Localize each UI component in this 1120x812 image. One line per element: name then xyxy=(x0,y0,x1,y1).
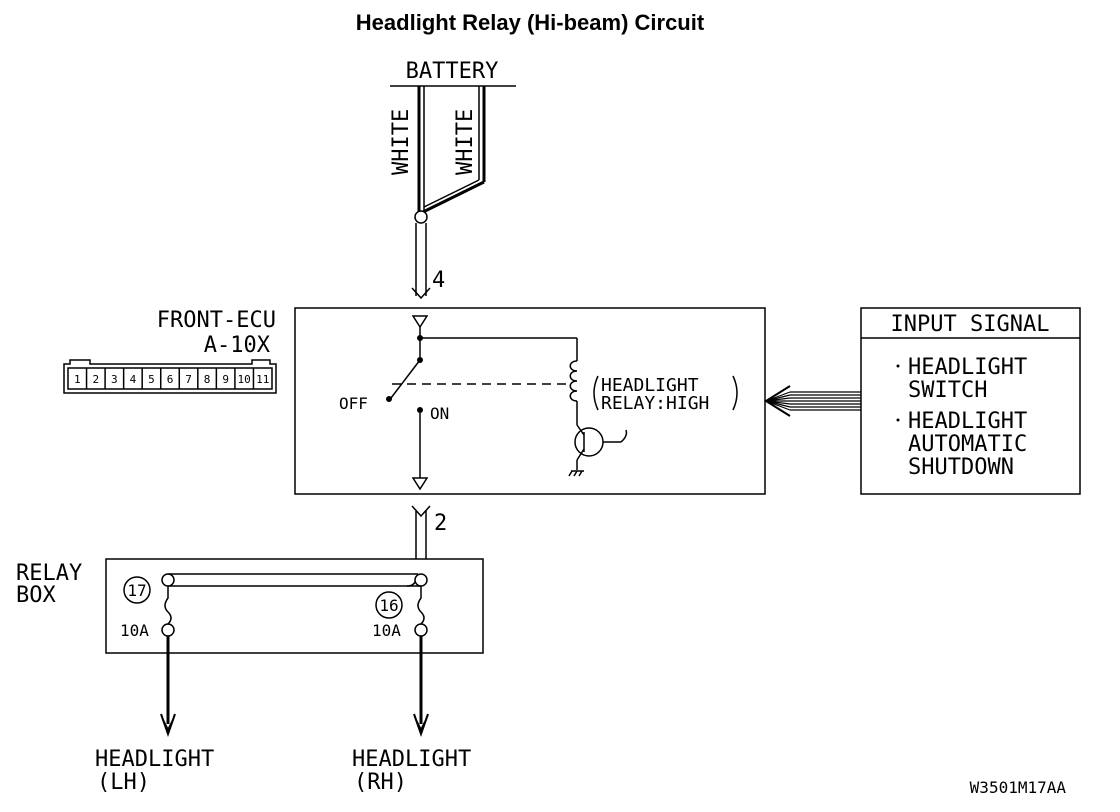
relay-coil xyxy=(569,360,578,402)
switch-on-label: ON xyxy=(430,404,449,423)
fuse-16 xyxy=(417,586,425,625)
connector-pin-4: 4 xyxy=(130,373,137,386)
connector-pin-8: 8 xyxy=(204,373,211,386)
ecu-internals: OFF ON HEADLIGHT RELAY:HIGH xyxy=(339,315,738,491)
fuse-right-rating: 10A xyxy=(372,621,401,640)
headlight-rh-side: (RH) xyxy=(354,770,407,795)
input-item1-line1: HEADLIGHT xyxy=(908,355,1027,380)
relay-box-label-1: RELAY xyxy=(16,561,82,586)
relay-label-2: RELAY:HIGH xyxy=(601,393,709,414)
connector-pin-3: 3 xyxy=(111,373,118,386)
input-item2-line1: HEADLIGHT xyxy=(908,409,1027,434)
arrow-head xyxy=(764,385,791,417)
wire-color-right: WHITE xyxy=(453,109,478,175)
relay-box-label-2: BOX xyxy=(16,583,56,608)
connector-pin-9: 9 xyxy=(222,373,229,386)
input-signal-title: INPUT SIGNAL xyxy=(891,312,1050,337)
fuse-left-number: 17 xyxy=(127,581,146,600)
connector-pin-7: 7 xyxy=(185,373,192,386)
fuse-left-rating: 10A xyxy=(120,621,149,640)
connector-shell xyxy=(63,359,277,394)
ecu-name: FRONT-ECU xyxy=(157,308,276,333)
headlight-rh-label: HEADLIGHT xyxy=(352,747,471,772)
battery-label: BATTERY xyxy=(406,59,499,84)
input-item2-line3: SHUTDOWN xyxy=(908,455,1014,480)
connector-pin-5: 5 xyxy=(148,373,155,386)
ecu-connector-id: A-10X xyxy=(204,333,271,358)
switch-on-contact xyxy=(417,407,423,413)
battery-wires: WHITE WHITE xyxy=(389,86,486,224)
drawing-code: W3501M17AA xyxy=(970,778,1067,797)
terminal-4-label: 4 xyxy=(432,268,445,293)
connector-pin-1: 1 xyxy=(74,373,81,386)
connector-pin-6: 6 xyxy=(167,373,174,386)
splice-point xyxy=(414,210,428,224)
output-wires xyxy=(160,636,429,738)
relay-label-1: HEADLIGHT xyxy=(601,375,699,396)
input-signal-box: INPUT SIGNAL HEADLIGHT SWITCH HEADLIGHT … xyxy=(860,307,1081,495)
diagram-title: Headlight Relay (Hi-beam) Circuit xyxy=(356,10,705,35)
switch-off-label: OFF xyxy=(339,394,368,413)
headlight-lh-label: HEADLIGHT xyxy=(95,747,214,772)
headlight-lh-side: (LH) xyxy=(97,770,150,795)
switch-arm xyxy=(390,359,421,399)
input-item2-line2: AUTOMATIC xyxy=(908,432,1027,457)
battery: BATTERY xyxy=(390,59,516,87)
fuse-17-marker xyxy=(123,576,151,604)
switch-off-contact xyxy=(386,396,392,402)
input-signal-arrow xyxy=(764,385,861,417)
wire-to-ecu: 4 xyxy=(411,223,445,300)
relay-box: RELAY BOX 17 10A 16 10A xyxy=(16,558,484,654)
connector-pin-2: 2 xyxy=(93,373,100,386)
fuse-16-marker xyxy=(375,591,403,619)
input-item1-line2: SWITCH xyxy=(908,378,987,403)
fuse-right-number: 16 xyxy=(379,596,398,615)
fuse-17 xyxy=(164,586,172,625)
terminal-2-label: 2 xyxy=(434,511,447,536)
wire-color-left: WHITE xyxy=(389,109,414,175)
connector-pin-11: 11 xyxy=(256,373,269,386)
connector-pin-10: 10 xyxy=(238,373,251,386)
